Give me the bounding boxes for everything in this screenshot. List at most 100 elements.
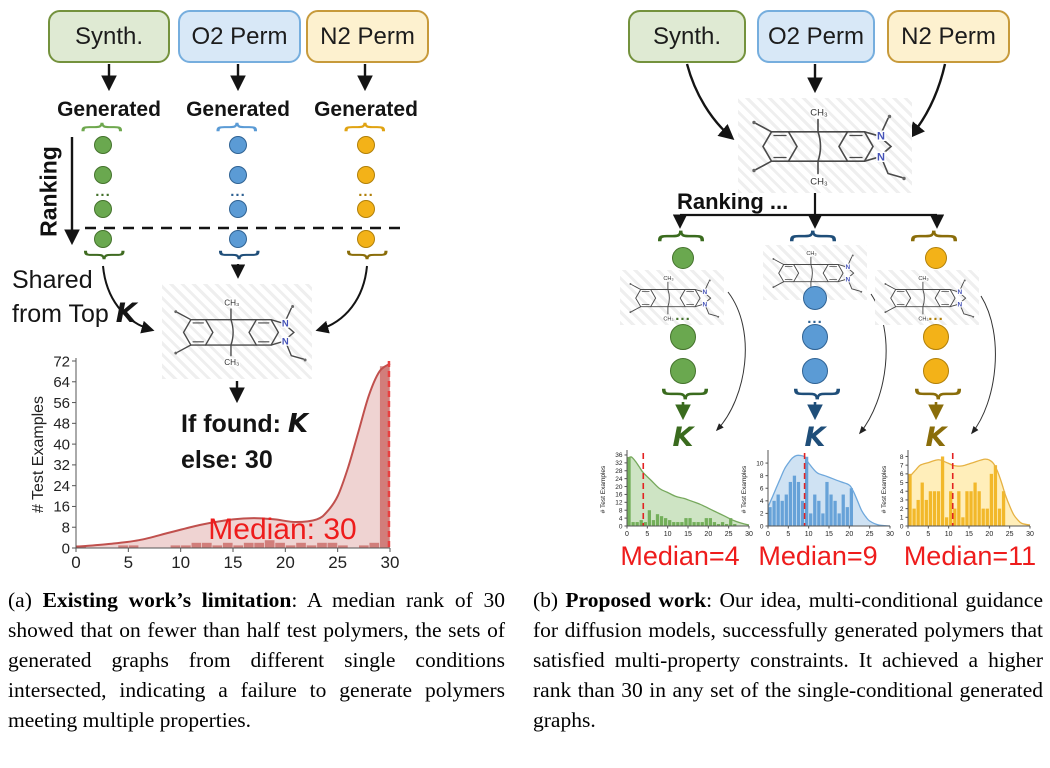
generated-sample-circle (923, 324, 949, 350)
svg-text:N: N (877, 131, 885, 143)
svg-text:28: 28 (615, 468, 623, 475)
svg-text:# Test Examples: # Test Examples (741, 465, 748, 513)
ellipsis: ... (358, 183, 374, 200)
brace-bottom-icon: { (212, 248, 263, 262)
svg-text:30: 30 (886, 531, 894, 538)
svg-text:4: 4 (619, 515, 623, 522)
svg-text:10: 10 (756, 460, 764, 467)
svg-text:CH₃: CH₃ (810, 108, 828, 119)
median-label: Median=4 (620, 541, 740, 571)
generated-sample-circle (925, 247, 947, 269)
brace-top-icon: { (654, 227, 712, 245)
svg-text:0: 0 (760, 523, 764, 530)
svg-text:# Test Examples: # Test Examples (30, 396, 47, 513)
generated-sample-circle (357, 230, 375, 248)
svg-text:16: 16 (615, 492, 623, 499)
svg-text:20: 20 (615, 484, 623, 491)
ellipsis: ... (230, 183, 246, 200)
median-label: Median=9 (758, 541, 878, 571)
ellipsis: ... (928, 307, 944, 324)
generated-sample-circle (94, 166, 112, 184)
svg-text:10: 10 (945, 531, 953, 538)
svg-text:25: 25 (328, 553, 347, 572)
svg-text:CH₃: CH₃ (224, 358, 239, 367)
svg-text:N: N (282, 318, 289, 329)
svg-text:0: 0 (766, 531, 770, 538)
top-k-label: K (925, 422, 947, 453)
svg-text:# Test Examples: # Test Examples (600, 465, 607, 513)
ellipsis: ... (95, 183, 111, 200)
decision-line2: else: 30 (181, 446, 273, 474)
svg-text:N: N (845, 276, 850, 283)
top-k-label: K (804, 422, 826, 453)
top-k-label: K (672, 422, 694, 453)
brace-bottom-icon: { (654, 385, 712, 403)
shared-from-top-k-label: Shared from Top K (12, 264, 137, 331)
svg-text:25: 25 (1006, 531, 1014, 538)
svg-text:32: 32 (615, 460, 623, 467)
svg-text:2: 2 (900, 506, 904, 513)
svg-text:36: 36 (615, 452, 623, 459)
arrow-synth-to-molecule-icon (685, 63, 735, 141)
arrow-yellow-topk-to-molecule-icon (315, 265, 368, 334)
svg-text:4: 4 (900, 489, 904, 496)
generated-sample-circle (802, 358, 828, 384)
brace-top-icon: { (78, 120, 129, 134)
condition-box-n2-perm: N2 Perm (306, 10, 429, 63)
generated-sample-circle (94, 136, 112, 154)
condition-box-synth: Synth. (48, 10, 170, 63)
svg-text:15: 15 (965, 531, 973, 538)
generated-sample-circle (670, 358, 696, 384)
svg-text:N: N (702, 301, 707, 308)
svg-text:24: 24 (615, 476, 623, 483)
svg-text:6: 6 (760, 486, 764, 493)
caption-index: (b) (533, 588, 566, 612)
caption-index: (a) (8, 588, 43, 612)
generated-label: Generated (186, 98, 290, 121)
generated-sample-circle (803, 286, 827, 310)
svg-text:CH₃: CH₃ (918, 316, 928, 322)
svg-text:# Test Examples: # Test Examples (881, 465, 888, 513)
svg-text:N: N (957, 301, 962, 308)
svg-text:0: 0 (625, 531, 629, 538)
generated-sample-circle (229, 136, 247, 154)
svg-text:56: 56 (53, 395, 70, 412)
svg-text:CH₃: CH₃ (224, 299, 239, 308)
svg-text:15: 15 (825, 531, 833, 538)
svg-text:16: 16 (53, 499, 70, 516)
svg-text:N: N (702, 289, 707, 296)
caption-title: Existing work’s limitation (42, 588, 292, 612)
svg-text:20: 20 (704, 531, 712, 538)
brace-top-icon: { (341, 120, 392, 134)
svg-text:8: 8 (760, 473, 764, 480)
generated-label: Generated (57, 98, 161, 121)
svg-text:2: 2 (760, 511, 764, 518)
condition-box-synth: Synth. (628, 10, 746, 63)
decision-line1: If found: (181, 410, 288, 438)
svg-text:32: 32 (53, 457, 70, 474)
panel-proposed-work: Synth. O2 Perm N2 Perm CH₃ CH₃ N N Ranki… (525, 0, 1050, 768)
svg-text:7: 7 (900, 462, 904, 469)
generated-label: Generated (314, 98, 418, 121)
svg-text:0: 0 (619, 523, 623, 530)
svg-text:30: 30 (1026, 531, 1034, 538)
generated-sample-circle (357, 136, 375, 154)
generated-sample-circle (670, 324, 696, 350)
brace-bottom-icon: { (907, 385, 965, 403)
generated-sample-circle (357, 200, 375, 218)
molecule-structure-image: CH₃ CH₃ N N (162, 284, 312, 379)
condition-box-o2-perm: O2 Perm (178, 10, 301, 63)
ellipsis: ... (675, 307, 691, 324)
generated-sample-circle (802, 324, 828, 350)
svg-text:CH₃: CH₃ (663, 276, 673, 282)
svg-text:20: 20 (985, 531, 993, 538)
brace-bottom-icon: { (340, 248, 391, 262)
brace-top-icon: { (213, 120, 264, 134)
svg-text:8: 8 (619, 507, 623, 514)
svg-text:20: 20 (845, 531, 853, 538)
svg-text:12: 12 (615, 500, 623, 507)
svg-text:10: 10 (664, 531, 672, 538)
svg-text:10: 10 (171, 553, 190, 572)
